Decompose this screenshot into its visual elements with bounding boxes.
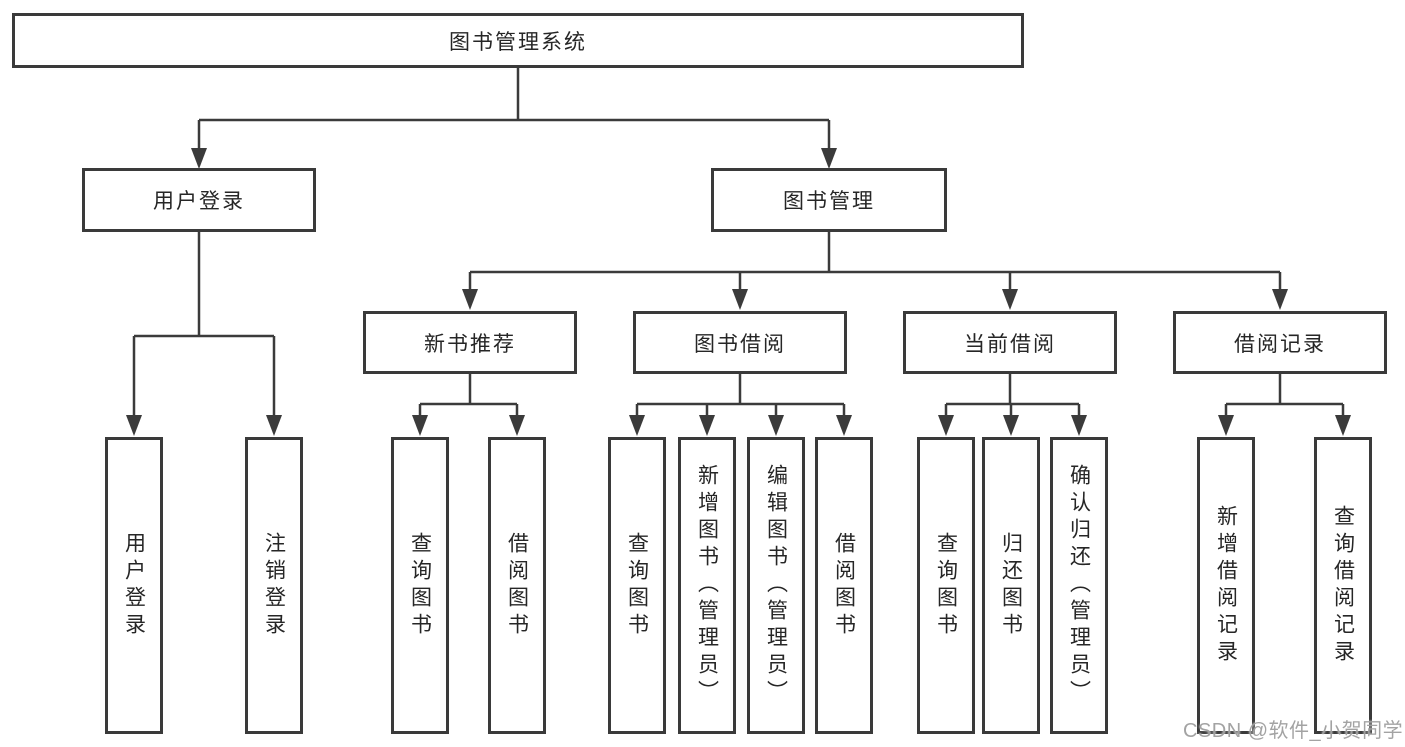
leaf-add-book-admin: 新增图书（管理员） (678, 437, 736, 734)
arrow-icon (1272, 289, 1288, 310)
leaf-query-books-borrowing: 查询图书 (608, 437, 666, 734)
node-book-management: 图书管理 (711, 168, 947, 232)
arrowheads (126, 148, 1351, 436)
arrow-icon (629, 415, 645, 436)
node-root: 图书管理系统 (12, 13, 1024, 68)
node-book-borrowing: 图书借阅 (633, 311, 847, 374)
arrow-icon (836, 415, 852, 436)
leaf-confirm-return-admin: 确认归还（管理员） (1050, 437, 1108, 734)
leaf-query-books-recommend: 查询图书 (391, 437, 449, 734)
arrow-icon (1071, 415, 1087, 436)
arrow-icon (1335, 415, 1351, 436)
arrow-icon (938, 415, 954, 436)
csdn-watermark: CSDN @软件_小贺同学 (1183, 720, 1404, 742)
arrow-icon (821, 148, 837, 169)
arrow-icon (509, 415, 525, 436)
leaf-edit-book-admin: 编辑图书（管理员） (747, 437, 805, 734)
leaf-return-book: 归还图书 (982, 437, 1040, 734)
leaf-borrow-books: 借阅图书 (815, 437, 873, 734)
connector-borrowing-to-leaves (635, 374, 846, 420)
connector-bookmgmt-to-level3 (468, 232, 1282, 295)
connector-root-to-level2 (197, 68, 831, 152)
arrow-icon (462, 289, 478, 310)
connector-records-to-leaves (1224, 374, 1345, 420)
leaf-query-books-current: 查询图书 (917, 437, 975, 734)
leaf-borrow-books-recommend: 借阅图书 (488, 437, 546, 734)
connector-current-to-leaves (944, 374, 1081, 420)
node-user-login: 用户登录 (82, 168, 316, 232)
leaf-logout: 注销登录 (245, 437, 303, 734)
arrow-icon (699, 415, 715, 436)
leaf-add-borrow-record: 新增借阅记录 (1197, 437, 1255, 734)
node-current-borrowing: 当前借阅 (903, 311, 1117, 374)
node-new-book-recommend: 新书推荐 (363, 311, 577, 374)
connector-userlogin-to-leaves (132, 232, 276, 420)
arrow-icon (1218, 415, 1234, 436)
arrow-icon (732, 289, 748, 310)
connector-newbook-to-leaves (418, 374, 519, 420)
leaf-query-borrow-record: 查询借阅记录 (1314, 437, 1372, 734)
arrow-icon (1003, 415, 1019, 436)
arrow-icon (412, 415, 428, 436)
arrow-icon (768, 415, 784, 436)
arrow-icon (126, 415, 142, 436)
arrow-icon (266, 415, 282, 436)
arrow-icon (191, 148, 207, 169)
leaf-user-login: 用户登录 (105, 437, 163, 734)
arrow-icon (1002, 289, 1018, 310)
node-borrowing-records: 借阅记录 (1173, 311, 1387, 374)
